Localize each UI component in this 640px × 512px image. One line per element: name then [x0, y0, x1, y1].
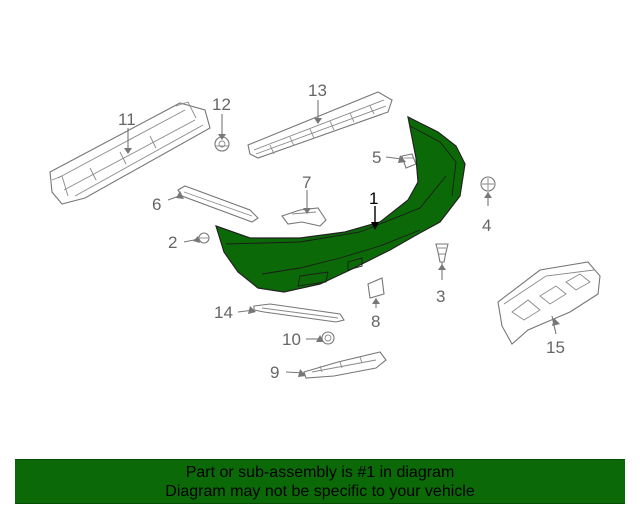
callout-10: 10 — [282, 330, 301, 349]
callout-13: 13 — [308, 81, 327, 100]
parts-diagram: 11 12 13 5 4 6 7 — [49, 81, 601, 382]
callout-8: 8 — [371, 312, 380, 331]
banner-line-1: Part or sub-assembly is #1 in diagram — [185, 463, 455, 481]
part-15-skid-plate[interactable] — [497, 261, 601, 345]
callout-6: 6 — [152, 195, 161, 214]
callout-14: 14 — [214, 303, 233, 322]
part-10-grommet[interactable] — [321, 331, 335, 345]
callout-15: 15 — [546, 338, 565, 357]
banner-line-2: Diagram may not be specific to your vehi… — [165, 482, 475, 500]
part-11-reinforcement-beam[interactable] — [49, 101, 211, 205]
part-13-scuff-plate[interactable] — [247, 91, 393, 159]
callout-4: 4 — [482, 216, 491, 235]
callout-11: 11 — [118, 110, 136, 129]
part-6-bracket[interactable] — [177, 185, 259, 223]
part-8-clip[interactable] — [367, 277, 385, 299]
callout-9: 9 — [270, 363, 279, 382]
callout-5: 5 — [372, 148, 381, 167]
callout-1: 1 — [369, 189, 378, 208]
callout-7: 7 — [302, 173, 311, 192]
leader-arrowheads — [124, 118, 560, 377]
part-2-screw[interactable] — [198, 232, 210, 244]
part-14-molding[interactable] — [253, 303, 345, 323]
part-3-screw[interactable] — [435, 243, 449, 263]
callout-3: 3 — [436, 287, 445, 306]
leader-1-arrowhead — [371, 222, 379, 230]
info-banner: Part or sub-assembly is #1 in diagram Di… — [15, 459, 625, 504]
part-9-reflector-trim[interactable] — [303, 351, 387, 379]
callout-2: 2 — [168, 233, 177, 252]
part-4-bolt[interactable] — [480, 176, 496, 192]
part-7-bracket[interactable] — [281, 207, 327, 227]
callout-12: 12 — [212, 95, 231, 114]
